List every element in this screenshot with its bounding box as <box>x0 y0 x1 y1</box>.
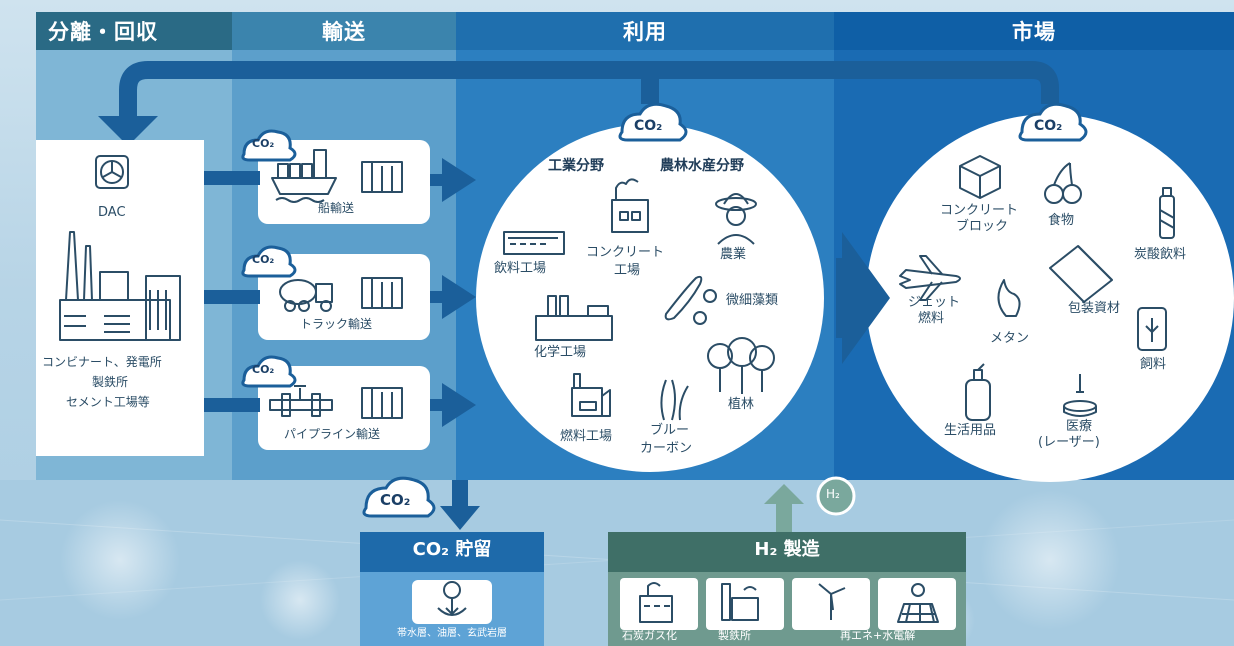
forestation-label: 植林 <box>728 397 755 412</box>
co2-label-pipeline: CO₂ <box>252 363 275 376</box>
industry-header: 工業分野 <box>548 158 604 174</box>
arrow-capture-truck <box>204 290 260 304</box>
steelworks-label: 製鉄所 <box>718 629 751 642</box>
agriculture-label: 農業 <box>720 247 747 262</box>
concrete-block-label-2: ブロック <box>956 219 1009 234</box>
blue-carbon-label-1: ブルー <box>650 423 690 438</box>
storage-title: CO₂ 貯留 <box>412 539 492 560</box>
arrow-capture-pipeline <box>204 398 260 412</box>
bottle-icon <box>1159 187 1175 239</box>
beverage-factory-label: 飲料工場 <box>494 261 547 276</box>
recycle-loop-arrowhead <box>98 116 158 146</box>
feed-label: 飼料 <box>1140 357 1167 372</box>
truck-icon <box>279 279 333 312</box>
ship-label: 船輸送 <box>318 201 355 215</box>
chemical-factory-icon <box>535 295 613 341</box>
soap-bottle-icon <box>965 363 991 421</box>
methane-label: メタン <box>990 331 1030 346</box>
arrow-from-h2 <box>764 484 804 504</box>
methane-flame-icon <box>997 279 1021 317</box>
h2-title: H₂ 製造 <box>754 539 820 560</box>
chemical-factory-label: 化学工場 <box>534 345 587 360</box>
jet-icon <box>899 255 961 301</box>
stage-header-transport: 輸送 <box>322 20 366 44</box>
cherry-icon <box>1044 162 1082 204</box>
stage-header-market: 市場 <box>1012 20 1056 44</box>
arrow-use-market <box>836 232 890 364</box>
packaging-icon <box>1049 245 1113 303</box>
renewable-label: 再エネ+水電解 <box>840 629 916 642</box>
co2-label-truck: CO₂ <box>252 253 275 266</box>
use-circle <box>476 124 824 472</box>
arrow-ship-use <box>442 158 476 202</box>
fuel-factory-icon <box>571 373 611 417</box>
microalgae-icon <box>664 275 717 325</box>
stage-header-capture: 分離・回収 <box>48 20 158 44</box>
concrete-block-icon <box>959 155 1001 199</box>
fuel-factory-label: 燃料工場 <box>560 429 613 444</box>
jet-fuel-label-2: 燃料 <box>918 311 945 326</box>
blue-carbon-label-2: カーボン <box>640 441 693 456</box>
solar-panel-icon <box>897 583 939 623</box>
arrow-capture-ship <box>204 171 260 185</box>
sources-line3: セメント工場等 <box>66 395 150 409</box>
food-label: 食物 <box>1048 213 1075 228</box>
co2-cloud-storage <box>362 476 436 518</box>
market-circle <box>866 114 1234 482</box>
sources-line2: 製鉄所 <box>92 375 129 389</box>
recycle-loop-arrow <box>119 61 1059 118</box>
steelworks-icon <box>721 583 759 621</box>
carbonated-drink-label: 炭酸飲料 <box>1134 247 1187 262</box>
co2-label-ship: CO₂ <box>252 137 275 150</box>
concrete-factory-icon <box>611 178 649 233</box>
pipeline-icon <box>269 385 333 417</box>
medical-laser-icon <box>1063 374 1097 417</box>
storage-caption: 帯水層、油層、玄武岩層 <box>397 628 507 639</box>
truck-label: トラック輸送 <box>300 317 373 331</box>
arrow-to-storage <box>440 506 480 530</box>
sources-line1: コンビナート、発電所 <box>42 355 162 369</box>
concrete-block-label-1: コンクリート <box>940 203 1019 218</box>
daily-goods-label: 生活用品 <box>944 423 997 438</box>
concrete-factory-label-1: コンクリート <box>586 245 665 260</box>
microalgae-label: 微細藻類 <box>726 293 779 308</box>
coal-gasification-label: 石炭ガス化 <box>622 629 677 642</box>
concrete-factory-label-2: 工場 <box>614 263 641 278</box>
co2-cloud-truck <box>241 245 297 278</box>
pipeline-label: パイプライン輸送 <box>284 427 381 441</box>
factory-complex-icon <box>59 231 181 341</box>
co2-cloud-use <box>618 102 688 142</box>
co2-cloud-pipeline <box>241 355 297 388</box>
coal-gasification-icon <box>639 582 673 623</box>
blue-carbon-icon <box>660 379 689 421</box>
tank-icon-2 <box>361 277 403 309</box>
stage-header-use: 利用 <box>623 20 667 44</box>
tank-icon-1 <box>361 161 403 193</box>
medical-label-2: (レーザー) <box>1038 435 1100 450</box>
tank-icon-3 <box>361 387 403 419</box>
wind-turbine-icon <box>818 583 846 620</box>
beverage-factory-icon <box>503 231 565 255</box>
arrow-pipeline-use <box>442 383 476 427</box>
packaging-label: 包装資材 <box>1068 301 1121 316</box>
jet-fuel-label-1: ジェット <box>908 295 961 310</box>
ship-icon <box>271 149 337 203</box>
feed-bag-icon <box>1137 307 1167 351</box>
forest-icon <box>707 337 775 394</box>
h2-badge <box>816 476 856 516</box>
storage-icon <box>437 581 467 616</box>
farmer-icon <box>715 193 757 245</box>
co2-label-use: CO₂ <box>634 118 663 134</box>
h2-label: H₂ <box>826 487 840 501</box>
co2-label-storage: CO₂ <box>380 491 411 509</box>
co2-cloud-market <box>1018 102 1088 142</box>
co2-label-market: CO₂ <box>1034 118 1063 134</box>
dac-fan-icon <box>95 155 129 189</box>
dac-label: DAC <box>98 205 126 220</box>
agri-header: 農林水産分野 <box>660 158 744 174</box>
arrow-truck-use <box>442 275 476 319</box>
medical-label-1: 医療 <box>1066 419 1093 434</box>
co2-cloud-ship <box>241 129 297 162</box>
